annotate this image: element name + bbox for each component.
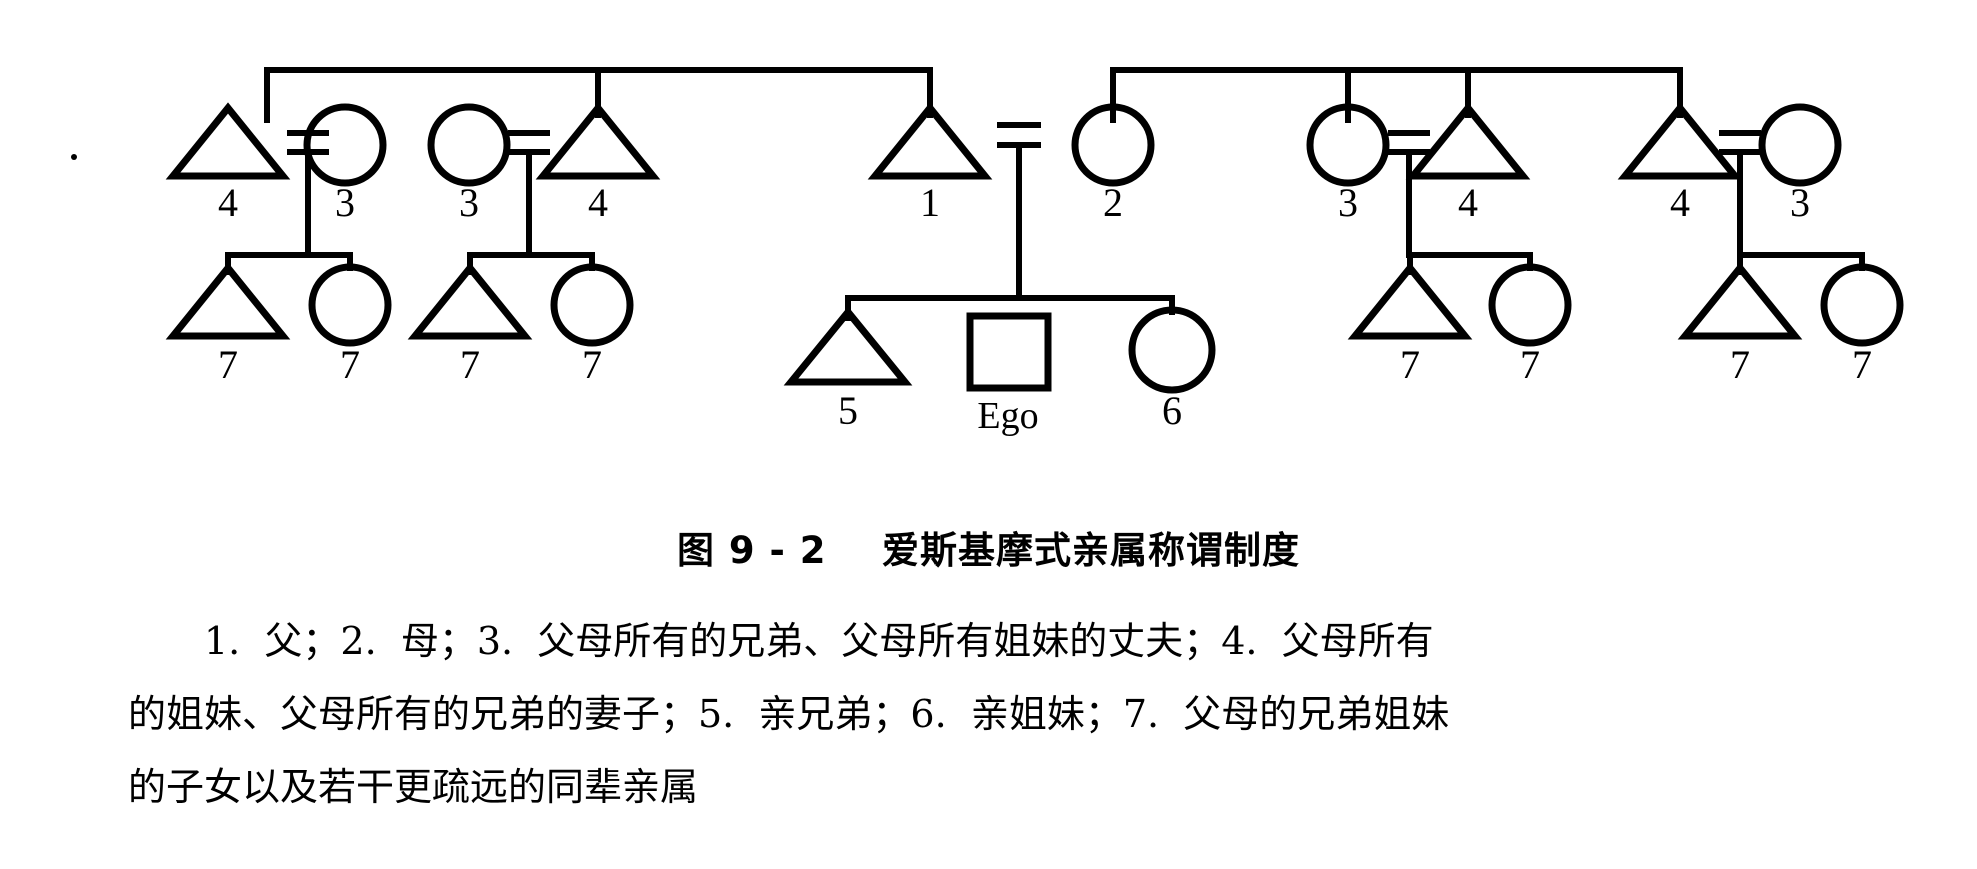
person-g1-9-label: 4: [1670, 180, 1690, 225]
person-g2-4-circle: [550, 263, 634, 347]
legend-line-1: 1. 父；2. 母；3. 父母所有的兄弟、父母所有姐妹的丈夫；4. 父母所有: [204, 619, 1434, 663]
person-g2-11-label: 7: [1852, 342, 1872, 387]
marriage-m2: [508, 130, 550, 258]
person-g1-7-label: 3: [1338, 180, 1358, 225]
person-g1-5-triangle: [867, 102, 993, 180]
person-g2-10-label: 7: [1730, 342, 1750, 387]
person-g2-2-label: 7: [340, 342, 360, 387]
person-g1-8-triangle: [1405, 102, 1531, 180]
sibling-bar-right-group: [1110, 67, 1683, 123]
person-g2-11-circle: [1820, 263, 1904, 347]
person-g1-5-label: 1: [920, 180, 940, 225]
scan-speck: [71, 154, 77, 160]
person-g1-2-label: 3: [335, 180, 355, 225]
person-g1-1-triangle: [165, 102, 291, 180]
person-g2-2-circle: [308, 263, 392, 347]
person-g1-3-label: 3: [459, 180, 479, 225]
person-g1-2-circle: [303, 103, 387, 187]
person-g2-9-label: 7: [1520, 342, 1540, 387]
person-g2-3-label: 7: [460, 342, 480, 387]
person-g1-4-triangle: [535, 102, 661, 180]
person-g2-7-label: 6: [1162, 388, 1182, 433]
person-g1-6-label: 2: [1103, 180, 1123, 225]
legend-line-3: 的子女以及若干更疏远的同辈亲属: [128, 765, 699, 809]
person-g1-10-label: 3: [1790, 180, 1810, 225]
person-g2-6-square-ego: [966, 312, 1052, 392]
person-g2-1-label: 7: [218, 342, 238, 387]
person-g2-1-triangle: [165, 262, 291, 340]
person-g2-5-triangle: [783, 306, 913, 386]
kinship-diagram: 4 3 3: [71, 67, 1904, 437]
person-g2-9-circle: [1488, 263, 1572, 347]
legend-line-2: 的姐妹、父母所有的兄弟的妻子；5. 亲兄弟；6. 亲姐妹；7. 父母的兄弟姐妹: [128, 692, 1450, 736]
person-g2-7-circle: [1128, 306, 1216, 394]
person-g1-3-circle: [427, 103, 511, 187]
person-g2-3-triangle: [407, 262, 533, 340]
marriage-m3: [997, 122, 1041, 301]
person-g2-4-label: 7: [582, 342, 602, 387]
person-g1-10-circle: [1758, 103, 1842, 187]
legend-text: 1. 父；2. 母；3. 父母所有的兄弟、父母所有姐妹的丈夫；4. 父母所有 的…: [128, 605, 1918, 824]
figure-caption: 图 9 - 2 爱斯基摩式亲属称谓制度: [676, 529, 1300, 572]
marriage-m4: [1388, 130, 1430, 258]
marriage-m5: [1719, 130, 1761, 258]
kinship-diagram-svg: 4 3 3: [71, 67, 1904, 437]
person-g1-8-label: 4: [1458, 180, 1478, 225]
person-g2-10-triangle: [1677, 262, 1803, 340]
person-g2-6-label: Ego: [977, 395, 1038, 437]
person-g1-6-circle: [1071, 103, 1155, 187]
person-g1-4-label: 4: [588, 180, 608, 225]
person-g2-8-triangle: [1347, 262, 1473, 340]
person-g1-9-triangle: [1617, 102, 1743, 180]
person-g2-5-label: 5: [838, 388, 858, 433]
person-g1-1-label: 4: [218, 180, 238, 225]
person-g1-7-circle: [1306, 103, 1390, 187]
person-g2-8-label: 7: [1400, 342, 1420, 387]
